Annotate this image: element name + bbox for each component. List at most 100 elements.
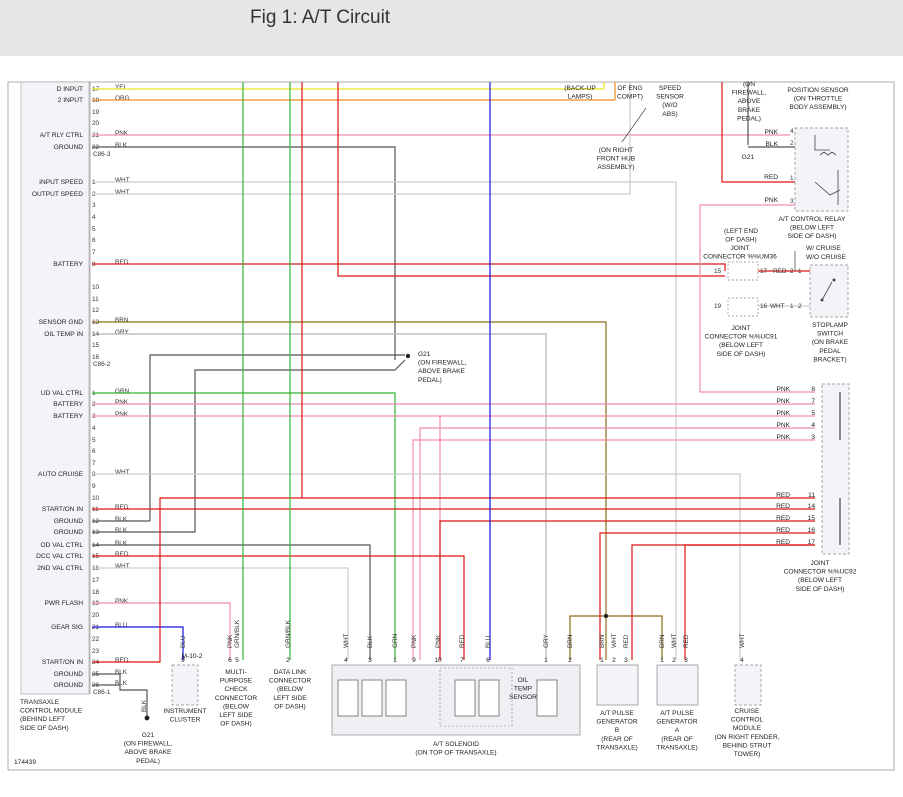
tcm-wire-color: GRY (115, 329, 129, 336)
wire-red-start-on-11 (92, 497, 815, 510)
bottom-wire-color: PNK (435, 634, 442, 648)
svg-text:2: 2 (790, 268, 794, 275)
tcm-wire-color: GRN (115, 388, 130, 395)
tcm-signal-label: 2 INPUT (58, 97, 83, 104)
wire-wht-input-speed (92, 181, 677, 660)
tcm-wire-color: PNK (115, 130, 129, 137)
uc92-pin-number: 11 (808, 492, 815, 499)
tcm-signal-label: BATTERY (53, 261, 83, 268)
tcm-pin-number: 6 (92, 237, 96, 244)
bottom-wire-color: BLU (485, 635, 492, 648)
tcm-signal-label: GEAR SIG (51, 624, 83, 631)
tcm-pin-number: 9 (92, 483, 96, 490)
bottom-pin-number: 6 (486, 657, 490, 664)
tcm-signal-label: GROUND (54, 144, 84, 151)
relay-wire-color: PNK (764, 129, 778, 136)
tcm-wire-color: PNK (115, 411, 129, 418)
tcm-wire-color: RED (115, 504, 129, 511)
tcm-wire-color: RED (115, 551, 129, 558)
wo-cruise-label: W/O CRUISE (806, 254, 847, 261)
figure-id: 174439 (14, 759, 36, 766)
figure-title: Fig 1: A/T Circuit (250, 7, 391, 28)
bottom-pin-number: 2 (672, 657, 676, 664)
figure-header: Fig 1: A/T Circuit (0, 0, 903, 56)
bottom-wire-color: WHT (343, 633, 350, 648)
tcm-signal-label: START/ON IN (42, 506, 83, 513)
tcm-pin-number: 4 (92, 425, 96, 432)
tcm-signal-label: OD VAL CTRL (40, 542, 83, 549)
tcm-pin-number: 5 (92, 437, 96, 444)
bottom-wire-color: GRY (543, 634, 550, 648)
uc92-wire-color: PNK (776, 386, 790, 393)
diagram-frame (7, 81, 895, 771)
uc92-pin-number: 3 (811, 434, 815, 441)
connector-c86-1: C86-1 (93, 689, 111, 696)
wire-brn-sensor-gnd (92, 321, 607, 616)
tcm-pin-number: 12 (92, 307, 100, 314)
tcm-signal-label: INPUT SPEED (39, 179, 83, 186)
wire-blk-od-val (92, 544, 371, 660)
g21-mid-ground (405, 353, 411, 359)
tcm-pin-number: 19 (92, 109, 100, 116)
wire-blu-gear-sig (92, 626, 184, 660)
svg-text:19: 19 (714, 303, 722, 310)
tcm-signal-label: 2ND VAL CTRL (37, 565, 83, 572)
wire-pnk-pwr-flash (92, 602, 231, 660)
tcm-wire-color: RED (115, 657, 129, 664)
g21-bottom-ground (144, 715, 150, 721)
tcm-signal-label: BATTERY (53, 401, 83, 408)
tcm-pin-number: 10 (92, 284, 100, 291)
uc92-pin-number: 15 (808, 515, 816, 522)
bottom-wire-color: PNK (227, 634, 234, 648)
relay-wire-color: BLK (766, 141, 779, 148)
tcm-signal-label: GROUND (54, 671, 84, 678)
tcm-pin-number: 20 (92, 612, 100, 619)
bottom-wire-color: BLU (180, 635, 187, 648)
wire-blk-ground-22 (92, 146, 396, 360)
tcm-signal-label: AUTO CRUISE (38, 471, 84, 478)
svg-text:1: 1 (798, 268, 802, 275)
bottom-wire-color: BLK (367, 635, 374, 648)
connector-c86-2: C86-2 (93, 361, 111, 368)
uc92-connector (821, 383, 850, 555)
bottom-pin-number: 10 (434, 657, 442, 664)
bottom-pin-number: 3 (368, 657, 372, 664)
bottom-pin-number: 7 (460, 657, 464, 664)
w-cruise-label: W/ CRUISE (806, 245, 841, 252)
bottom-pin-number: 2 (612, 657, 616, 664)
solenoid-box (331, 664, 581, 736)
tcm-pin-number: 5 (92, 226, 96, 233)
cluster-connector-id: M-10-2 (182, 653, 203, 660)
tcm-wire-color: BLK (115, 680, 128, 687)
cruise-box (734, 664, 762, 706)
tcm-wire-color: WHT (115, 177, 130, 184)
uc92-pin-number: 14 (808, 503, 816, 510)
bottom-wire-color: GRN/BLK (285, 619, 292, 648)
svg-text:16: 16 (760, 303, 768, 310)
pulse-a-box (656, 664, 699, 706)
svg-text:WHT: WHT (770, 303, 785, 310)
tcm-signal-label: GROUND (54, 529, 84, 536)
tcm-pin-number: 10 (92, 495, 100, 502)
tcm-pin-number: 23 (92, 648, 100, 655)
uc92-pin-number: 4 (811, 422, 815, 429)
tcm-signal-label: BATTERY (53, 413, 83, 420)
tcm-signal-label: SENSOR GND (39, 319, 84, 326)
relay-wire-color: PNK (764, 197, 778, 204)
bottom-pin-number: 1 (393, 657, 397, 664)
tcm-pin-number: 7 (92, 460, 96, 467)
bottom-pin-number: 5 (235, 657, 239, 664)
tcm-module: 17D INPUTYEL182 INPUTORG192021A/T RLY CT… (20, 81, 130, 695)
tcm-wire-color: BLU (115, 622, 128, 629)
tcm-signal-label: PWR FLASH (45, 600, 84, 607)
